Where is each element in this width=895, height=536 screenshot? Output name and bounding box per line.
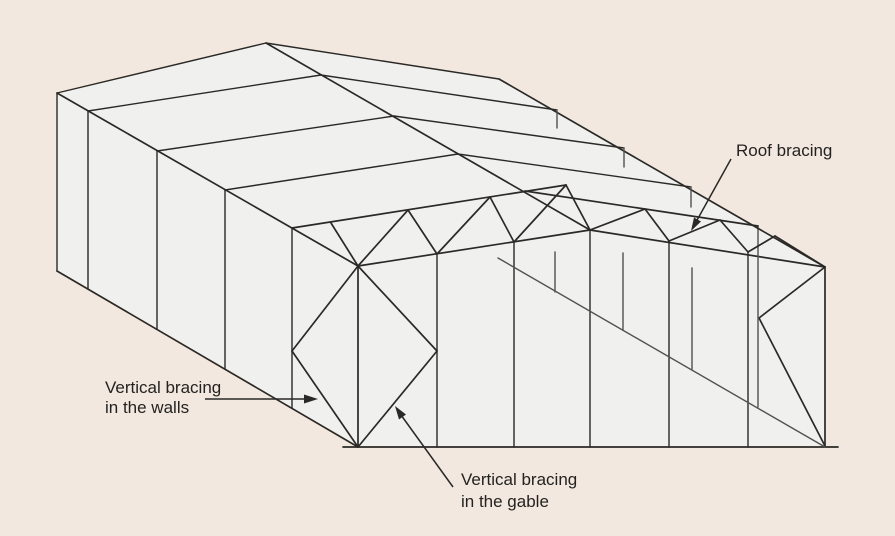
left-eave-edge [56, 92, 359, 267]
truss-web-member [589, 208, 646, 231]
gable-wall [342, 229, 839, 448]
gable-brace-member [357, 265, 438, 352]
wall-bracing-label: Vertical bracing in the walls [105, 378, 226, 417]
right-eave-edge [498, 78, 826, 268]
gable-bracing-arrowhead [395, 406, 406, 420]
truss-web-member [357, 209, 409, 267]
label-roof-bracing: Roof bracing [691, 141, 832, 231]
right-wall-bracing [758, 266, 826, 447]
truss-web-member [330, 222, 359, 267]
left-wall-ground-edge [56, 270, 359, 448]
interior-frame-lines [497, 225, 826, 448]
label-gable-bracing: Vertical bracing in the gable [395, 406, 582, 511]
roof-bracing-truss [330, 184, 826, 268]
truss-web-member [747, 235, 776, 253]
rafter-left-slope [224, 153, 459, 191]
wall-bracing-arrowhead [304, 394, 318, 404]
gable-bracing-label-line1: Vertical bracing [461, 470, 577, 489]
wall-brace-member [291, 350, 359, 448]
far-roof-cut-edge-right [265, 42, 500, 80]
left-side-wall [56, 92, 359, 448]
wall-bracing-label-line2: in the walls [105, 398, 189, 417]
gable-bracing-label: Vertical bracing in the gable [461, 470, 582, 511]
truss-web-member [489, 196, 515, 243]
truss-web-member [407, 209, 438, 255]
truss-web-member [668, 219, 721, 242]
truss-web-member [565, 184, 591, 231]
far-roof-cut-edge-left [56, 42, 267, 94]
truss-web-member [719, 219, 749, 253]
wall-bracing-label-line1: Vertical bracing [105, 378, 221, 397]
interior-ground-edge [497, 257, 826, 448]
roof-bracing-label: Roof bracing [736, 141, 832, 160]
gable-bracing-label-line2: in the gable [461, 492, 549, 511]
rafter-right-slope [320, 74, 558, 111]
rafter-left-slope [156, 115, 395, 152]
label-wall-bracing: Vertical bracing in the walls [105, 378, 318, 417]
right-wall-brace-member [758, 317, 826, 447]
ridge-line [265, 42, 591, 231]
truss-web-member [513, 184, 567, 243]
rafter-left-slope [87, 74, 322, 112]
right-wall-brace-member [758, 266, 826, 319]
truss-web-member [436, 196, 491, 255]
gable-roof-edge-right [589, 229, 826, 268]
gable-bracing-arrow-line [400, 414, 454, 488]
truss-web-member [644, 208, 670, 242]
wall-brace-member [291, 265, 359, 352]
wall-bracing-diamond [291, 265, 359, 448]
truss-web-member [774, 235, 826, 268]
rafter-right-slope [457, 153, 692, 188]
gable-brace-member [357, 350, 438, 448]
roof-bracing-arrow-line [695, 158, 732, 223]
gable-roof-edge-left [357, 229, 591, 267]
roof-bracing-arrowhead [691, 217, 701, 231]
first-frame-rafter-left [291, 184, 567, 229]
gable-bracing-diamond [357, 265, 438, 448]
rafter-right-slope [393, 115, 625, 149]
building-silhouette [57, 43, 825, 447]
